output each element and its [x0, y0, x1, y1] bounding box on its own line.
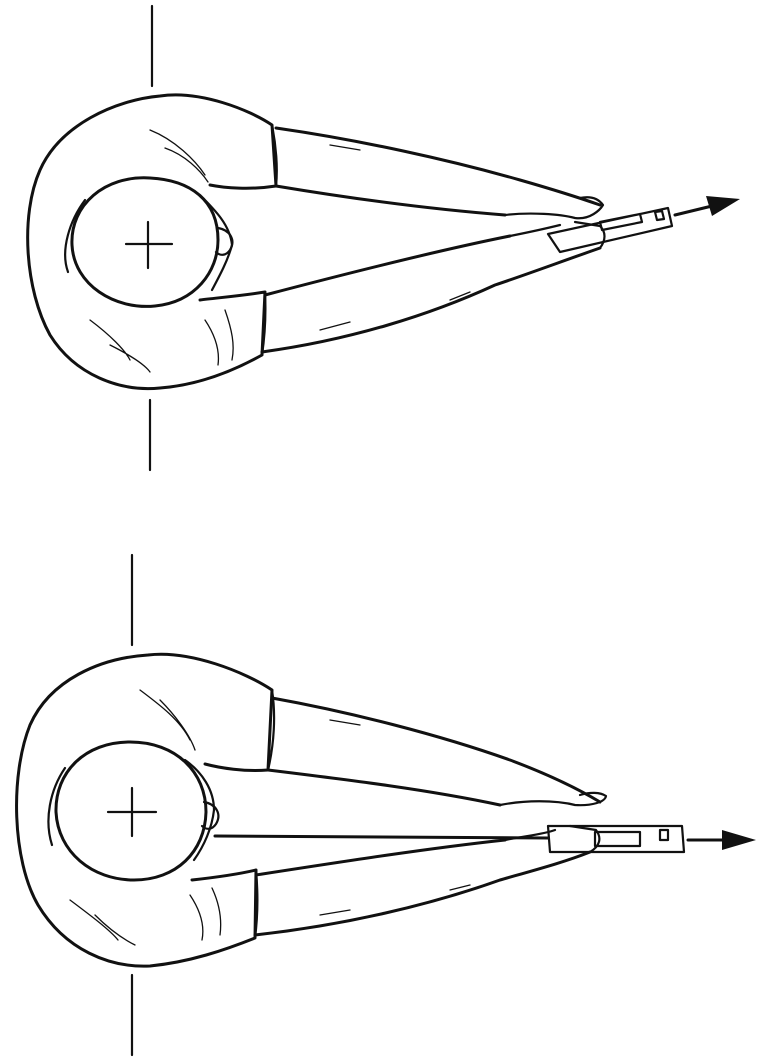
top-hands: [505, 197, 605, 248]
top-panel-figure: [28, 6, 740, 470]
top-direction-arrow-shaft: [675, 206, 712, 215]
top-head-outline: [72, 178, 218, 307]
bottom-sight-line: [215, 836, 548, 838]
bottom-hands: [500, 793, 606, 852]
bottom-direction-arrowhead: [722, 830, 756, 850]
top-arm-upper: [276, 128, 600, 215]
top-direction-arrowhead: [706, 196, 740, 216]
top-arm-details: [320, 145, 470, 330]
bottom-arm-lower: [255, 840, 590, 935]
bottom-sleeve-wrinkles: [70, 690, 221, 945]
top-pistol: [548, 208, 672, 252]
bottom-pistol: [548, 826, 684, 852]
top-sleeve-wrinkles: [90, 130, 233, 372]
bottom-arm-upper: [268, 698, 600, 805]
top-arm-lower: [262, 236, 600, 352]
bottom-panel-figure: [17, 555, 756, 1055]
top-torso-outline: [28, 95, 276, 389]
bottom-arm-details: [320, 720, 470, 915]
